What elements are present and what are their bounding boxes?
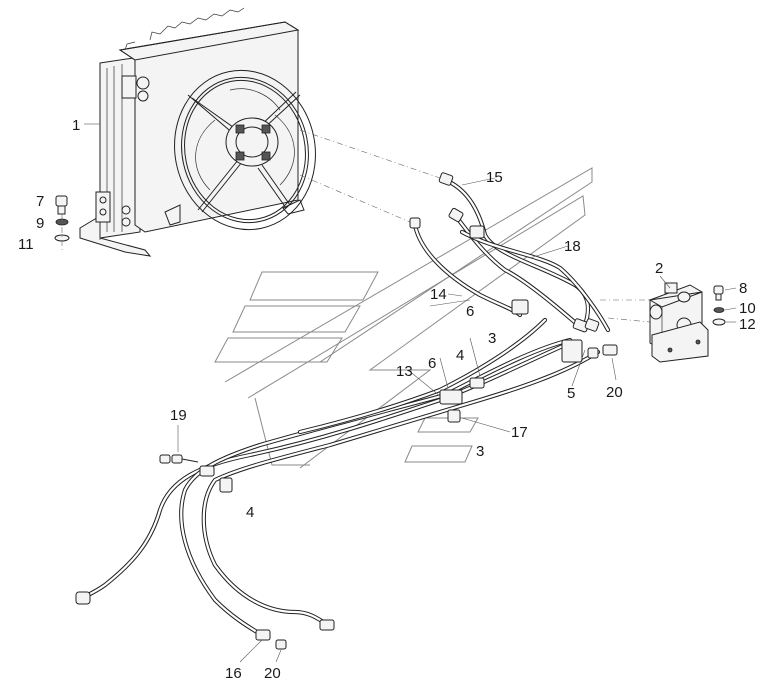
label-part-11: 11 [18, 236, 34, 253]
label-part-5: 5 [567, 385, 575, 402]
label-part-4-upper: 4 [456, 347, 464, 364]
label-part-4-lower: 4 [246, 504, 254, 521]
label-part-6-upper: 6 [466, 303, 474, 320]
label-part-15: 15 [486, 169, 503, 186]
upper-hose-group [409, 172, 611, 333]
label-part-1: 1 [72, 117, 80, 134]
label-part-13: 13 [396, 363, 413, 380]
label-part-14: 14 [430, 286, 447, 303]
bolt-and-washers-8-10-12 [712, 285, 726, 326]
label-part-12: 12 [739, 316, 756, 333]
part-labels: 1 2 3 3 4 4 5 6 6 7 8 9 10 11 12 13 14 1… [18, 117, 756, 682]
label-part-18: 18 [564, 238, 581, 255]
label-part-2: 2 [655, 260, 663, 277]
bolt-and-washers-7-9-11 [54, 195, 70, 252]
label-part-10: 10 [739, 300, 756, 317]
lower-hose-group [75, 317, 618, 650]
label-part-16: 16 [225, 665, 242, 682]
label-part-19: 19 [170, 407, 187, 424]
control-valve-block [648, 282, 709, 363]
label-part-20-bottom: 20 [264, 665, 281, 682]
label-part-7: 7 [36, 193, 44, 210]
leader-lines [84, 123, 737, 663]
label-part-6-lower: 6 [428, 355, 436, 372]
center-lines [299, 129, 651, 323]
label-part-8: 8 [739, 280, 747, 297]
label-part-3-upper: 3 [488, 330, 496, 347]
label-part-17: 17 [511, 424, 528, 441]
label-part-9: 9 [36, 215, 44, 232]
label-part-20-right: 20 [606, 384, 623, 401]
oil-cooler-radiator [79, 7, 316, 257]
label-part-3-lower: 3 [476, 443, 484, 460]
